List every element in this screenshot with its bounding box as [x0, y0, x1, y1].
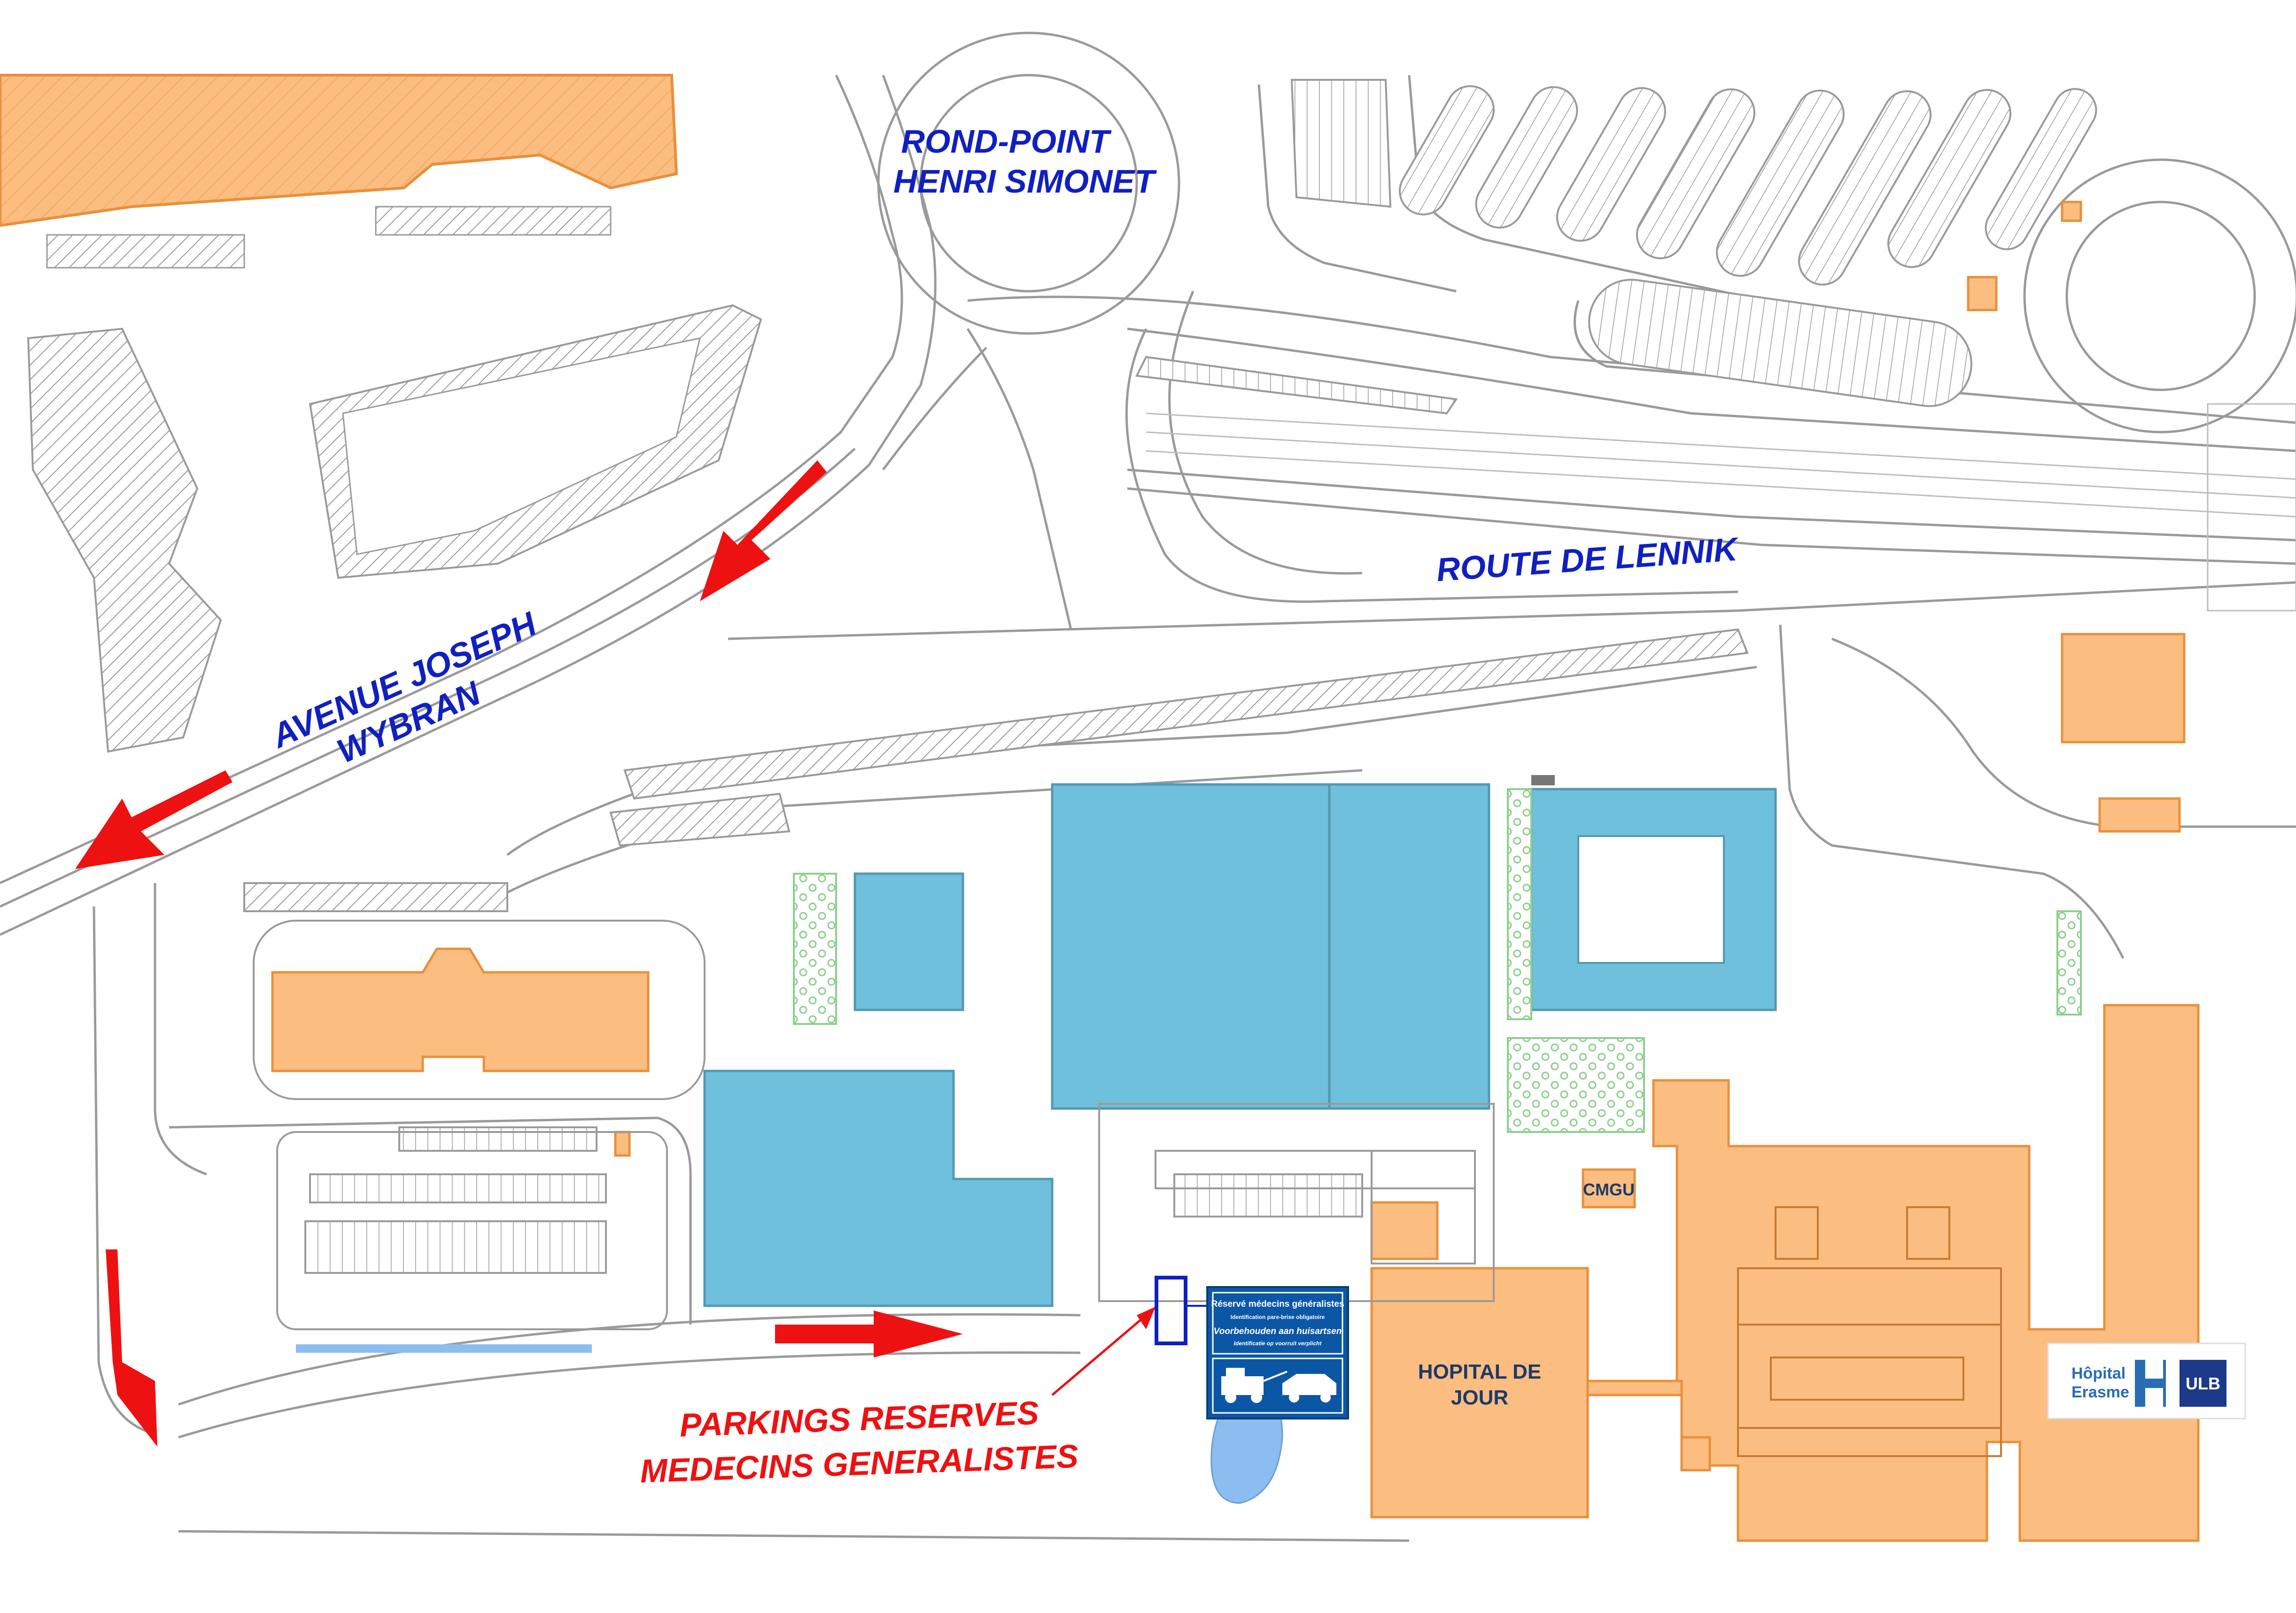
north-parking-rows: [1135, 79, 2097, 415]
blue-strip: [296, 1344, 592, 1353]
south-west-parking: [304, 1126, 1363, 1274]
arrow-avenue-north: [700, 460, 827, 601]
tow-truck-icon: [1221, 1368, 1336, 1403]
hopital-de-jour-label: HOPITAL DE: [1418, 1360, 1541, 1383]
cmgu-label: CMGU: [1583, 1180, 1635, 1199]
callout-leader: [1051, 1307, 1156, 1396]
sign-subtitle-fr: Identification pare-brise obligatoire: [1231, 1314, 1325, 1320]
hatched-parking-bands: [243, 628, 1749, 912]
callout-label-2: MEDECINS GENERALISTES: [639, 1438, 1079, 1490]
logo-erasme-text: Erasme: [2071, 1383, 2129, 1401]
hopital-de-jour-label-2: JOUR: [1451, 1386, 1508, 1409]
route-de-lennik-label: ROUTE DE LENNIK: [1435, 530, 1741, 588]
arrow-west-down: [106, 1249, 157, 1447]
arrow-avenue-south: [75, 770, 233, 869]
rond-point-label: ROND-POINT: [901, 123, 1112, 160]
logo-ulb-text: ULB: [2186, 1374, 2220, 1393]
dark-marker: [1531, 775, 1555, 785]
traffic-arrows: [75, 460, 963, 1447]
main-hospital-details: [1737, 1206, 2002, 1457]
courtyard: [1577, 835, 1725, 964]
sign-title-fr: Réservé médecins généralistes: [1211, 1299, 1344, 1309]
reserved-parking-sign: Réservé médecins généralistes Identifica…: [1206, 1286, 1349, 1419]
logo-hopital-text: Hôpital: [2071, 1365, 2125, 1382]
rond-point-label-2: HENRI SIMONET: [893, 163, 1157, 200]
callout-label: PARKINGS RESERVES: [679, 1395, 1039, 1444]
rail-band: [1146, 403, 2296, 612]
arrow-east: [775, 1311, 963, 1357]
hospital-logo: Hôpital Erasme ULB: [2047, 1342, 2246, 1419]
sign-title-nl: Voorbehouden aan huisartsen: [1214, 1326, 1342, 1336]
north-west-buildings: [0, 74, 762, 753]
green-areas: [793, 788, 2082, 1133]
logo-h-mark: [2135, 1360, 2166, 1407]
reserved-parking-box: [1155, 1276, 1187, 1345]
sign-subtitle-nl: Identificatie op voorruit verplicht: [1234, 1340, 1322, 1347]
